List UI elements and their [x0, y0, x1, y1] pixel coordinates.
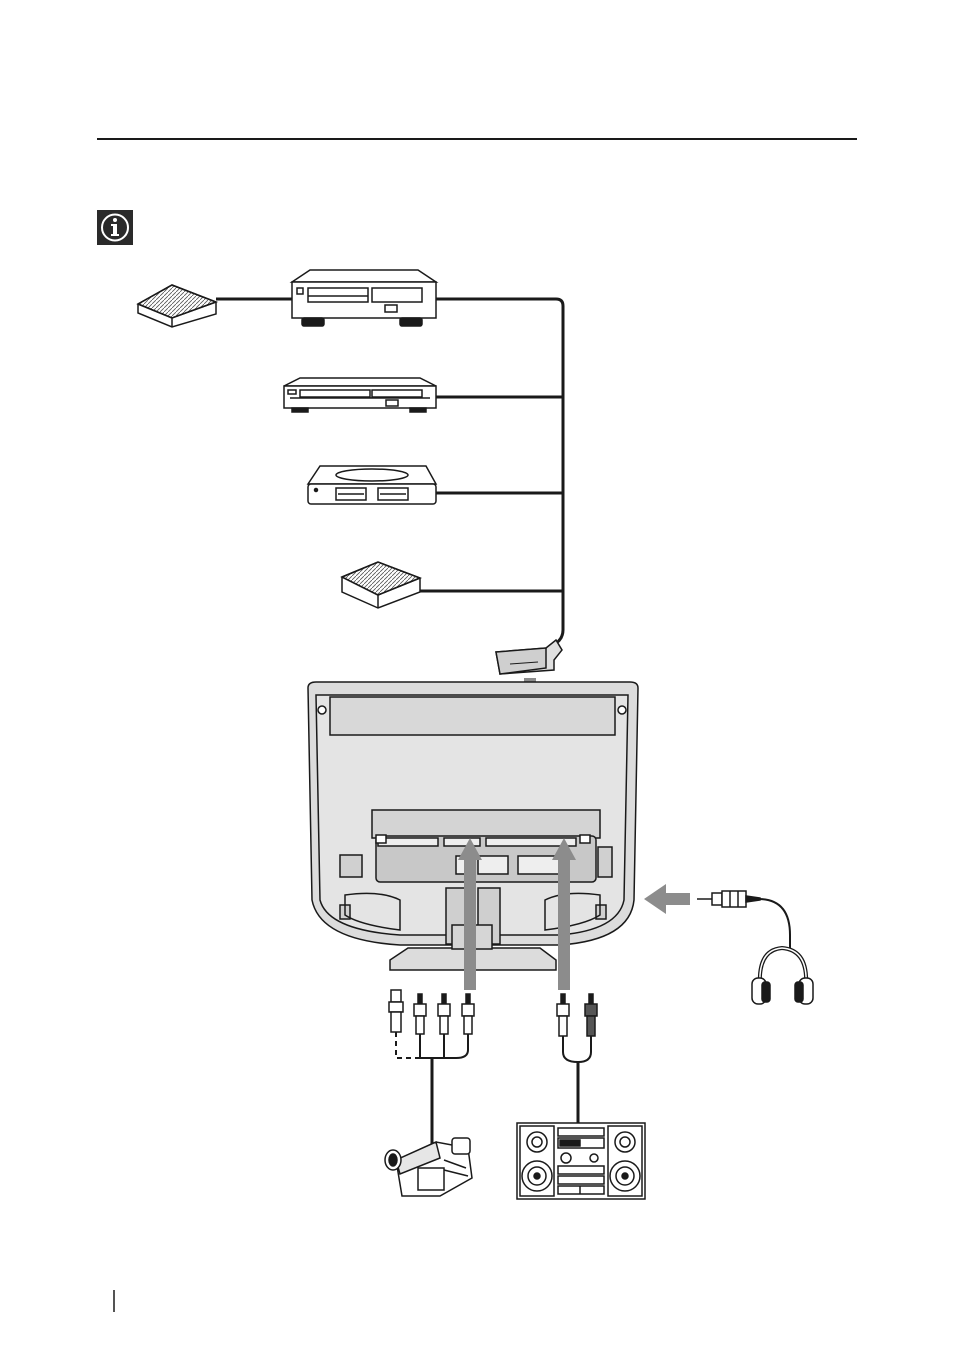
info-icon [97, 210, 133, 245]
scart-plug [496, 640, 562, 674]
dvd-player [284, 378, 436, 412]
headphone-arrow [644, 884, 690, 914]
modem-top-left [138, 285, 216, 327]
modem-bottom [342, 562, 420, 608]
rca-cables-left [396, 1032, 468, 1145]
game-console [308, 466, 436, 504]
hifi-stereo [517, 1123, 645, 1199]
headphone-jack [697, 891, 790, 950]
rca-plugs-left [389, 990, 474, 1034]
headphones [752, 948, 813, 1004]
vcr-top [292, 270, 436, 326]
rca-plugs-right [557, 994, 597, 1036]
camcorder [385, 1138, 472, 1196]
rca-cables-right [563, 1036, 591, 1124]
